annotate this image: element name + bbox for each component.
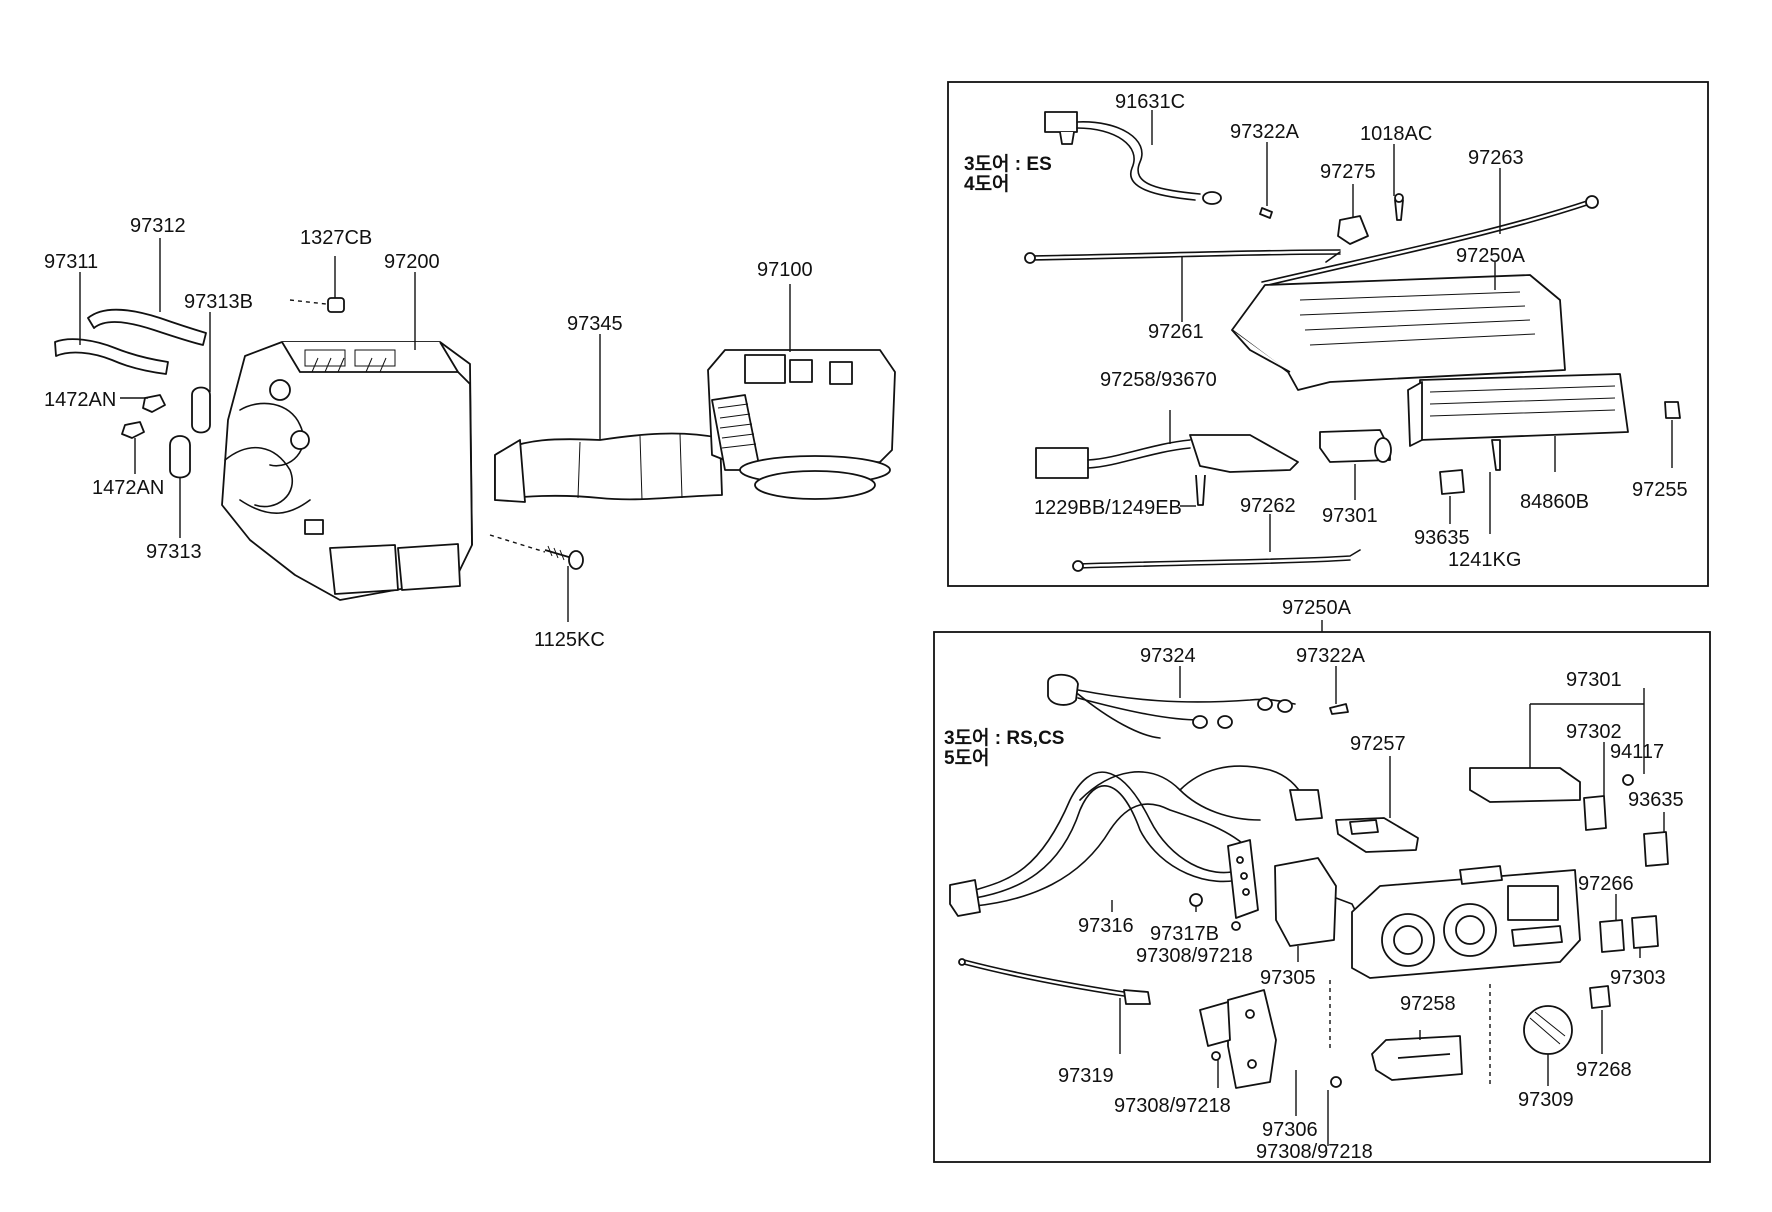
air-duct: [494, 432, 723, 503]
top-right-panel: 3도어 : ES 4도어: [947, 81, 1709, 587]
label-97258: 97258: [1400, 993, 1456, 1015]
connector-97258-bottom: [1371, 1035, 1463, 1081]
cable-97319: [958, 958, 1151, 1005]
heater-unit: [221, 341, 473, 601]
left-assembly: 97311 97312 1327CB 97200 97100 97313B 97…: [44, 215, 896, 651]
label-97345: 97345: [567, 313, 623, 335]
label-97309: 97309: [1518, 1089, 1574, 1111]
label-97257: 97257: [1350, 733, 1406, 755]
label-97263: 97263: [1468, 147, 1524, 169]
label-97258-93670: 97258/93670: [1100, 369, 1217, 391]
knob-97309: [1523, 1005, 1573, 1055]
label-97303: 97303: [1610, 967, 1666, 989]
label-97313: 97313: [146, 541, 202, 563]
switch-97257: [1335, 817, 1419, 853]
label-97322a-a: 97322A: [1230, 121, 1300, 143]
variant-bottom-line1: 3도어 : RS,CS: [944, 727, 1064, 749]
top-leaders: [1151, 110, 1673, 552]
small-parts-top: [1259, 193, 1404, 245]
label-1327cb: 1327CB: [300, 227, 372, 249]
harness-97324: [1047, 673, 1349, 739]
left-leaders: [79, 238, 791, 622]
label-97255: 97255: [1632, 479, 1688, 501]
label-97250a-b: 97250A: [1282, 597, 1352, 619]
label-97262: 97262: [1240, 495, 1296, 517]
label-97306: 97306: [1262, 1119, 1318, 1141]
label-97317b: 97317B: [1150, 923, 1219, 945]
control-cables: [1024, 195, 1599, 572]
variant-top-line2: 4도어: [964, 173, 1010, 195]
label-1018ac: 1018AC: [1360, 123, 1432, 145]
label-97324: 97324: [1140, 645, 1196, 667]
connector-97258: [1035, 434, 1299, 506]
clips-grommets: [121, 297, 345, 479]
blower-unit: [707, 349, 896, 500]
label-97311: 97311: [44, 251, 98, 273]
control-bracket: [1231, 274, 1629, 447]
control-panel-face: [1351, 865, 1581, 979]
label-97322a-b: 97322A: [1296, 645, 1366, 667]
label-1229bb-1249eb: 1229BB/1249EB: [1034, 497, 1182, 519]
label-97308-97218-b: 97308/97218: [1114, 1095, 1231, 1117]
label-97316: 97316: [1078, 915, 1134, 937]
actuator-97306: [1199, 989, 1277, 1089]
label-93635-b: 93635: [1628, 789, 1684, 811]
variant-bottom-line2: 5도어: [944, 747, 990, 769]
label-1125kc: 1125KC: [534, 629, 605, 651]
label-97200: 97200: [384, 251, 440, 273]
label-1472an-b: 1472AN: [92, 477, 164, 499]
label-97100: 97100: [757, 259, 813, 281]
label-93635-a: 93635: [1414, 527, 1470, 549]
label-94117: 94117: [1610, 741, 1664, 763]
modules-bottom: [1469, 767, 1669, 867]
label-1472an-a: 1472AN: [44, 389, 116, 411]
label-97308-97218-a: 97308/97218: [1136, 945, 1253, 967]
modules-top: [1319, 401, 1681, 495]
label-97275: 97275: [1320, 161, 1376, 183]
screws-bottom: [1211, 921, 1342, 1088]
label-97268: 97268: [1576, 1059, 1632, 1081]
label-97250a-a: 97250A: [1456, 245, 1526, 267]
label-97302: 97302: [1566, 721, 1622, 743]
label-97319: 97319: [1058, 1065, 1114, 1087]
label-97308-97218-c: 97308/97218: [1256, 1141, 1373, 1163]
harness-91631c: [1044, 111, 1222, 205]
harness-97316: [949, 765, 1323, 917]
heater-hoses: [54, 308, 207, 375]
screw-1125kc: [544, 545, 584, 570]
label-97301-a: 97301: [1322, 505, 1378, 527]
bottom-leaders: [1111, 666, 1665, 1146]
resistor-97317b: [1189, 839, 1259, 919]
label-84860b: 84860B: [1520, 491, 1589, 513]
label-97261: 97261: [1148, 321, 1204, 343]
variant-top-line1: 3도어 : ES: [964, 153, 1052, 175]
label-97312: 97312: [130, 215, 186, 237]
label-97301-b: 97301: [1566, 669, 1622, 691]
label-1241kg: 1241KG: [1448, 549, 1521, 571]
label-97266: 97266: [1578, 873, 1634, 895]
label-91631c: 91631C: [1115, 91, 1185, 113]
bottom-right-panel: 3도어 : RS,CS 5도어: [933, 631, 1711, 1163]
label-97313b: 97313B: [184, 291, 253, 313]
knobs: [1589, 915, 1659, 1009]
label-97305: 97305: [1260, 967, 1316, 989]
